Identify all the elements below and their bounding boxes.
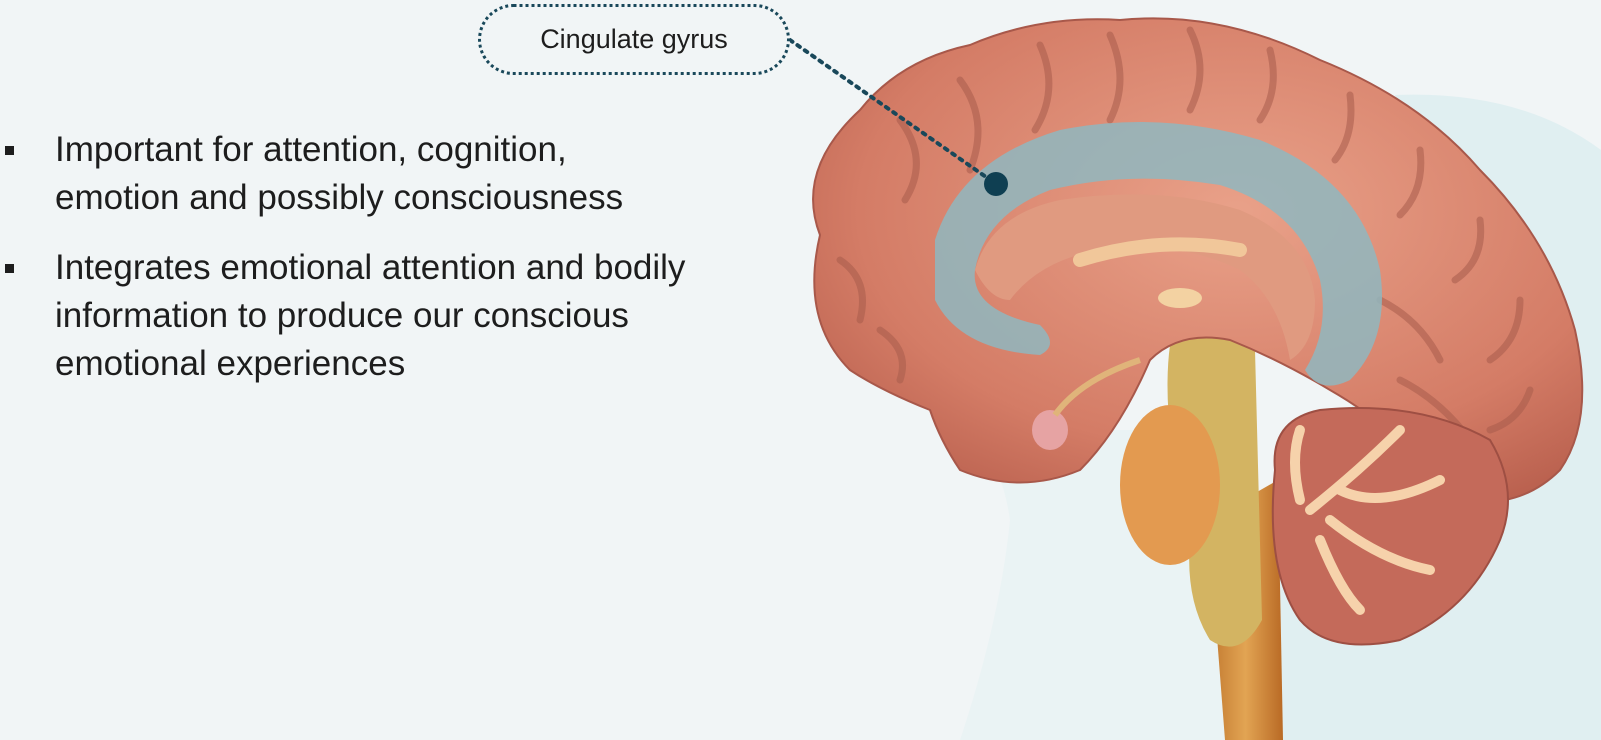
pons [1120,405,1220,565]
cingulate-gyrus-highlight [935,122,1382,386]
arbor-vitae [1290,425,1445,615]
fornix [1073,237,1247,267]
callout-leader-line [788,38,998,186]
bullet-item-integration: Integrates emotional attention and bodil… [0,244,700,388]
cerebellum [1271,407,1509,646]
bullet-list: Important for attention, cognition, emot… [0,126,700,410]
bullet-marker-icon [5,146,14,155]
cingulate-gyrus-label: Cingulate gyrus [478,4,790,75]
callout-label-text: Cingulate gyrus [540,24,728,54]
callout-anchor-dot [984,172,1008,196]
thalamus [1158,288,1202,308]
pituitary [1032,410,1068,450]
bullet-text: Important for attention, cognition, emot… [55,130,624,217]
gyri-folds [836,26,1534,444]
head-silhouette [1280,94,1601,740]
corpus-callosum [975,194,1315,360]
spinal-cord [1208,480,1283,740]
bullet-item-attention: Important for attention, cognition, emot… [0,126,700,222]
brainstem [1167,333,1262,647]
optic-nerve [1052,357,1141,417]
bullet-text: Integrates emotional attention and bodil… [55,248,686,383]
bullet-marker-icon [5,264,14,273]
cerebral-cortex [812,17,1584,503]
head-silhouette-glow [960,430,1280,740]
